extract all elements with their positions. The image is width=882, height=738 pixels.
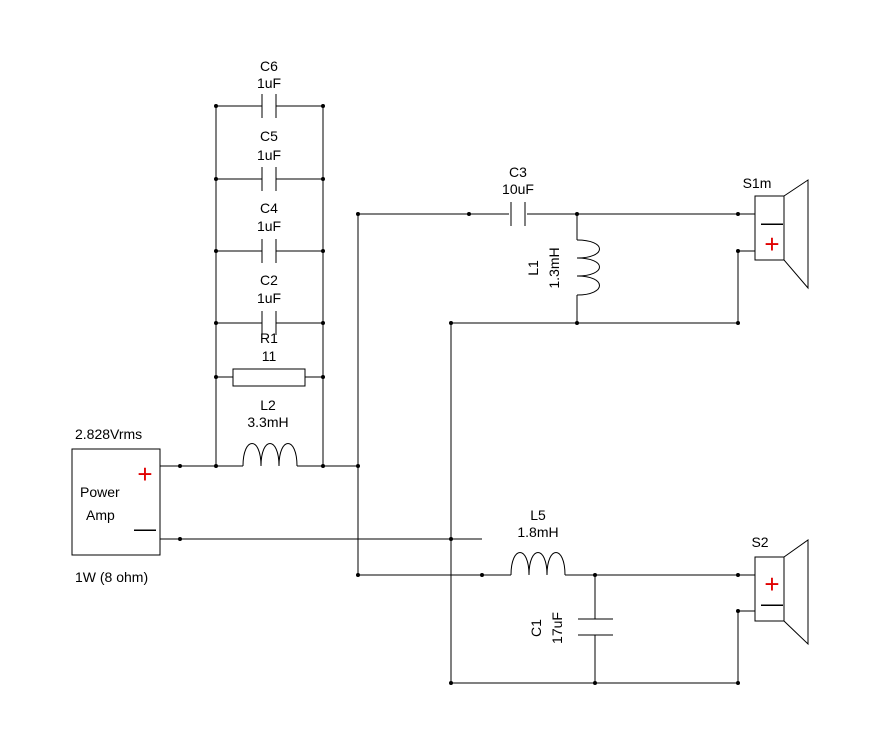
c6-ref-label: C6 <box>260 58 278 74</box>
l5-ref-label: L5 <box>530 507 546 523</box>
c5-ref-label: C5 <box>260 128 278 144</box>
resistor-r1: R1 11 <box>232 330 306 387</box>
amp-plus-sign: + <box>137 459 152 489</box>
wires <box>160 105 739 684</box>
c1-ref-label: C1 <box>528 619 544 637</box>
capacitor-c5: C5 1uF <box>257 128 281 191</box>
speaker-s1m: S1m — + <box>738 175 809 290</box>
s2-plus-sign: + <box>764 569 779 599</box>
l2-value-label: 3.3mH <box>247 414 288 430</box>
c3-value-label: 10uF <box>502 181 534 197</box>
s1m-name-label: S1m <box>743 175 772 191</box>
c4-value-label: 1uF <box>257 218 281 234</box>
c4-ref-label: C4 <box>260 200 278 216</box>
capacitor-c2: C2 1uF <box>257 272 281 335</box>
l5-value-label: 1.8mH <box>517 524 558 540</box>
s2-minus-sign: — <box>761 591 783 616</box>
c1-value-label: 17uF <box>549 612 565 644</box>
inductor-l2: L2 3.3mH <box>242 397 298 467</box>
inductor-l5: L5 1.8mH <box>510 507 566 576</box>
capacitor-c4: C4 1uF <box>257 200 281 263</box>
l1-value-label: 1.3mH <box>546 247 562 288</box>
c6-value-label: 1uF <box>257 75 281 91</box>
power-amp: 2.828Vrms Power Amp 1W (8 ohm) + — <box>71 426 161 585</box>
l1-ref-label: L1 <box>525 260 541 276</box>
c2-value-label: 1uF <box>257 290 281 306</box>
amp-name-line2: Amp <box>86 507 115 523</box>
c2-ref-label: C2 <box>260 272 278 288</box>
capacitor-c6: C6 1uF <box>257 58 281 118</box>
amp-voltage-label: 2.828Vrms <box>75 426 142 442</box>
capacitor-c1: C1 17uF <box>528 612 613 644</box>
amp-rating-label: 1W (8 ohm) <box>75 569 148 585</box>
r1-ref-label: R1 <box>260 330 278 346</box>
amp-minus-sign: — <box>134 516 156 541</box>
amp-name-line1: Power <box>80 484 120 500</box>
l2-ref-label: L2 <box>260 397 276 413</box>
s2-name-label: S2 <box>751 534 768 550</box>
c3-ref-label: C3 <box>509 164 527 180</box>
speaker-s2: S2 + — <box>738 534 809 646</box>
capacitor-c3: C3 10uF <box>502 164 534 226</box>
s1m-minus-sign: — <box>761 210 783 235</box>
s1m-plus-sign: + <box>764 229 779 259</box>
c5-value-label: 1uF <box>257 147 281 163</box>
inductor-l1: L1 1.3mH <box>525 239 600 296</box>
junction-dots <box>178 104 740 685</box>
r1-value-label: 11 <box>262 348 277 364</box>
